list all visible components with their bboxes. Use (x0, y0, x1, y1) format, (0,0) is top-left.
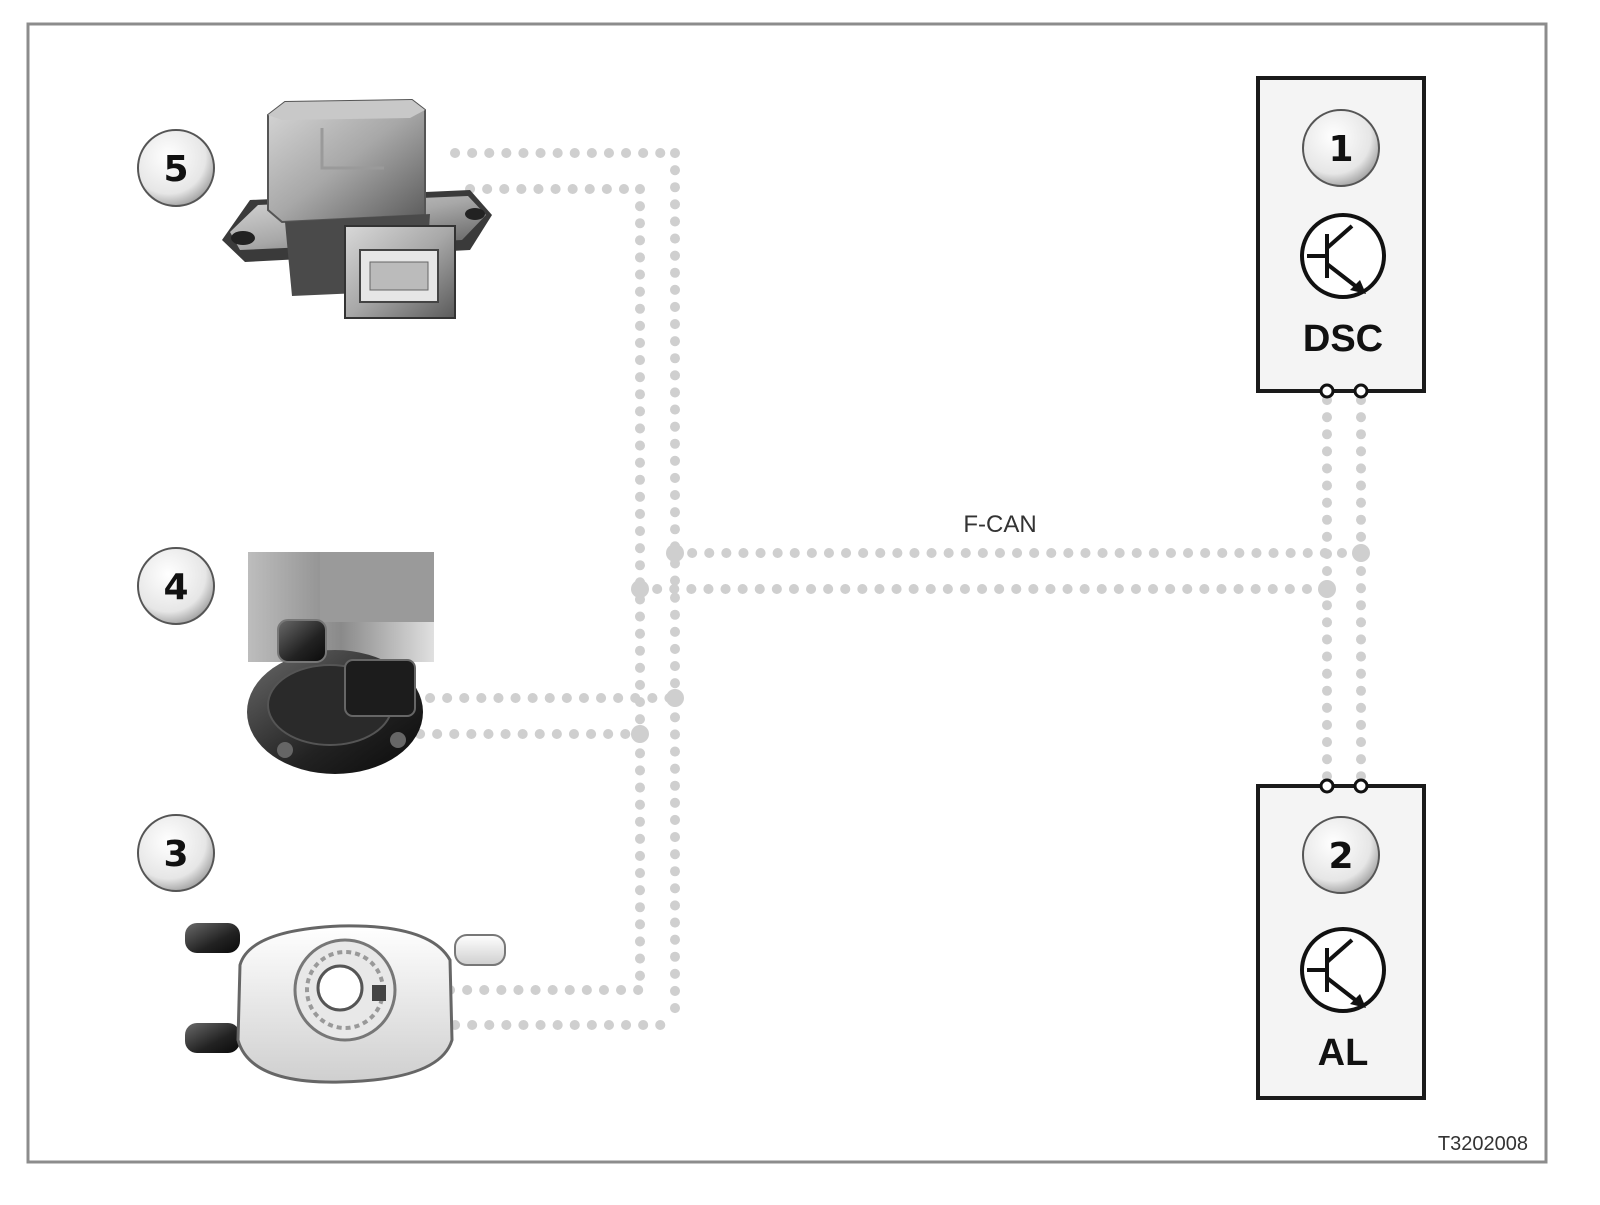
badge-number: 3 (163, 834, 188, 875)
badge-number: 4 (163, 567, 188, 608)
number-badge (1302, 816, 1380, 894)
connector-pin (1319, 778, 1335, 794)
component-3: 3 (137, 814, 506, 1084)
junction-dot (631, 580, 649, 598)
junction-dot (1352, 544, 1370, 562)
reference-code: T3202008 (1438, 1133, 1528, 1155)
connector-pin (1353, 778, 1369, 794)
transistor-icon (1300, 927, 1386, 1013)
module-label: AL (1318, 1032, 1369, 1074)
sensor-cluster-icon (222, 98, 492, 319)
number-badge (137, 129, 215, 207)
number-badge (137, 814, 215, 892)
badge-number: 2 (1328, 836, 1353, 877)
wiring (415, 148, 1366, 1030)
component-4: 4 (137, 547, 434, 774)
connector-pin (1353, 383, 1369, 399)
transistor-icon (1300, 213, 1386, 299)
steering-angle-sensor-icon (247, 552, 434, 774)
clockspring-switch-icon (185, 923, 506, 1084)
junction-dot (1318, 580, 1336, 598)
module-dsc: 1 DSC (1256, 76, 1426, 399)
module-al: 2 AL (1256, 778, 1426, 1100)
number-badge (1302, 109, 1380, 187)
bus-label: F-CAN (963, 511, 1036, 538)
component-5: 5 (137, 98, 492, 319)
connector-pin (1319, 383, 1335, 399)
junction-dot (666, 544, 684, 562)
number-badge (137, 547, 215, 625)
module-label: DSC (1303, 318, 1383, 360)
junctions (631, 544, 1370, 743)
junction-dot (666, 689, 684, 707)
badge-number: 1 (1328, 129, 1353, 170)
junction-dot (631, 725, 649, 743)
badge-number: 5 (163, 149, 188, 190)
